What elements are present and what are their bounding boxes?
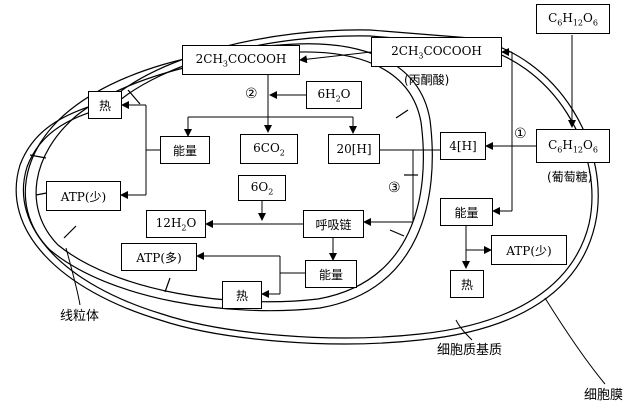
- energy-label-cyto: 能量: [454, 205, 479, 220]
- heat-label-cyto: 热: [460, 277, 473, 292]
- heat-box-mito-bottom: 热: [222, 281, 262, 309]
- mitochondrion-label: 线粒体: [60, 309, 100, 324]
- mitochondrion-outer: [24, 43, 433, 312]
- water-in-box: 6H2O: [306, 81, 362, 109]
- heat-box-mito-top: 热: [88, 91, 122, 119]
- cell-membrane-inner: [22, 35, 593, 339]
- nadh-cyto-formula: 4[H]: [449, 139, 477, 153]
- respiratory-chain-label: 呼吸链: [315, 217, 352, 232]
- step-3-marker: ③: [388, 180, 401, 196]
- cell-membrane-leader: [544, 297, 606, 385]
- glucose-box-cyto: C6H12O6: [536, 129, 610, 163]
- heat-label-mito-top: 热: [98, 98, 111, 113]
- atp-small-label-cyto: ATP(少): [506, 243, 552, 258]
- mitochondrion-leader: [65, 247, 81, 306]
- glucose-name-label: (葡萄糖): [547, 170, 593, 184]
- energy-box-mito-1: 能量: [160, 136, 210, 164]
- cristae: [29, 89, 418, 293]
- energy-label-mito-2: 能量: [318, 267, 343, 282]
- cell-membrane-label: 细胞膜: [584, 388, 624, 403]
- step-1-marker: ①: [514, 126, 527, 142]
- atp-small-box-mito: ATP(少): [46, 181, 121, 211]
- oxygen-formula: 6O2: [250, 179, 274, 197]
- atp-large-label: ATP(多): [136, 250, 182, 265]
- atp-small-label-mito: ATP(少): [60, 189, 107, 204]
- pyruvate-box-cyto: 2CH3COCOOH: [371, 37, 502, 67]
- atp-large-box: ATP(多): [121, 243, 197, 271]
- heat-label-mito-bottom: 热: [235, 288, 248, 303]
- pyruvate-name-label: (丙酮酸): [404, 73, 450, 87]
- pyruvate-formula-mito: 2CH3COCOOH: [195, 51, 287, 69]
- co2-box: 6CO2: [240, 134, 298, 164]
- co2-formula: 6CO2: [253, 140, 285, 158]
- glucose-formula-top: C6H12O6: [548, 10, 598, 28]
- nadh-cyto-box: 4[H]: [440, 132, 486, 160]
- energy-label-mito-1: 能量: [172, 143, 197, 158]
- energy-box-cyto: 能量: [440, 198, 493, 226]
- energy-box-mito-2: 能量: [305, 260, 357, 288]
- mitochondrion-inner: [35, 51, 424, 303]
- respiratory-chain-box: 呼吸链: [303, 210, 364, 238]
- heat-box-cyto: 热: [450, 270, 484, 298]
- cytoplasm-matrix-label: 细胞质基质: [437, 343, 503, 358]
- cell-membrane-outer: [15, 29, 599, 345]
- pyruvate-box-mito: 2CH3COCOOH: [182, 45, 300, 75]
- atp-small-box-cyto: ATP(少): [491, 235, 567, 265]
- cytoplasm-matrix-leader: [455, 319, 473, 341]
- water-out-box: 12H2O: [146, 210, 206, 238]
- water-in-formula: 6H2O: [317, 86, 351, 104]
- glucose-formula-cyto: C6H12O6: [548, 137, 598, 155]
- oxygen-box: 6O2: [238, 175, 286, 201]
- glucose-box-top: C6H12O6: [536, 4, 610, 34]
- water-out-formula: 12H2O: [155, 215, 197, 233]
- step-2-marker: ②: [245, 86, 258, 102]
- nadh-mito-formula: 20[H]: [336, 142, 372, 156]
- nadh-mito-box: 20[H]: [328, 134, 380, 164]
- pyruvate-formula-cyto: 2CH3COCOOH: [391, 43, 482, 61]
